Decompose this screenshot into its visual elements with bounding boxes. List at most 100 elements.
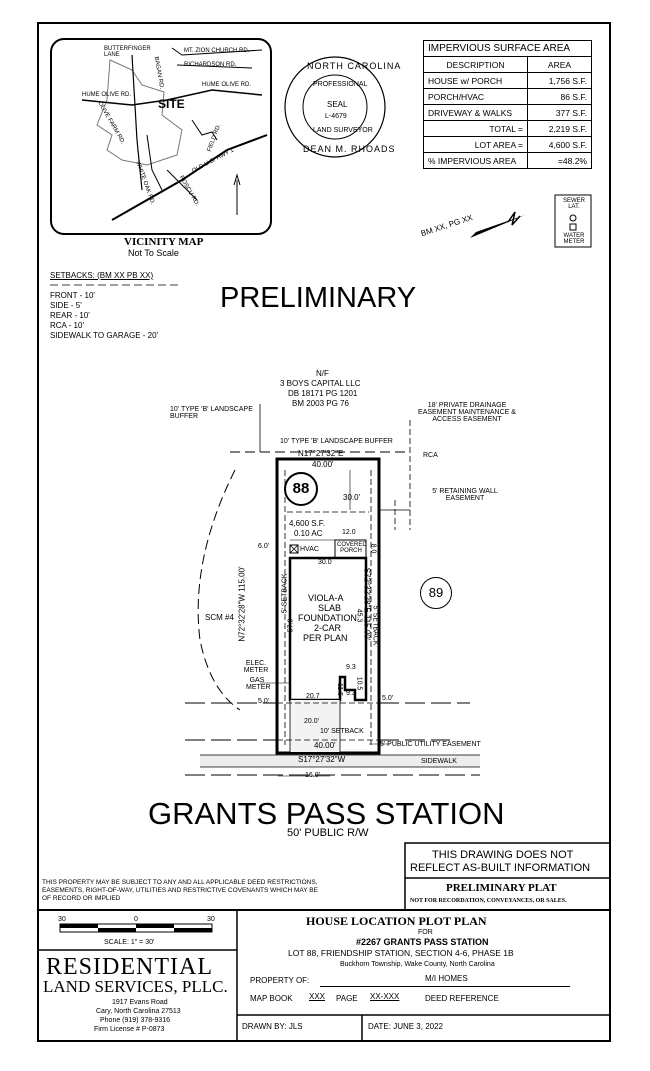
dim-label: 16.0' — [305, 772, 320, 779]
col-area: AREA — [527, 56, 592, 73]
seal-center: SEAL — [327, 100, 348, 109]
lot-89-badge: 89 — [420, 577, 452, 609]
gas-meter: GAS METER — [246, 677, 271, 691]
plan-for: FOR — [418, 929, 433, 936]
col-description: DESCRIPTION — [423, 56, 528, 73]
street-row: 50' PUBLIC R/W — [287, 827, 369, 839]
map-book-label: MAP BOOK — [250, 994, 293, 1003]
drainage-easement: 18' PRIVATE DRAINAGE EASEMENT MAINTENANC… — [418, 402, 516, 423]
dim-label: 12.0 — [342, 529, 356, 536]
row-area: 377 S.F. — [527, 104, 592, 121]
vicinity-map-lines — [81, 47, 268, 221]
setback-item: FRONT - 10' — [50, 291, 95, 300]
row-area: 1,756 S.F. — [527, 72, 592, 89]
house-label: 2-CAR — [314, 623, 342, 633]
company-name-2: LAND SERVICES, PLLC. — [43, 977, 228, 996]
lot-acres: 0.10 AC — [294, 529, 323, 538]
dim-label: 30.0 — [318, 559, 332, 566]
row-desc: LOT AREA = — [423, 136, 528, 153]
seal-outer-bottom: DEAN M. RHOADS — [303, 144, 396, 154]
house-label: PER PLAN — [303, 633, 348, 643]
dim-label: 5.0' — [382, 695, 394, 702]
dim-label: 20.0' — [304, 718, 319, 725]
prelim-plat-sub: NOT FOR RECORDATION, CONVEYANCES, OR SAL… — [410, 898, 567, 904]
house-label: FOUNDATION — [298, 613, 357, 623]
impervious-title: IMPERVIOUS SURFACE AREA — [423, 40, 592, 57]
front-setback: 10' SETBACK — [320, 728, 364, 735]
bearing-right: S72°32'28"E 115.00' — [362, 567, 372, 641]
owner-nf: N/F — [316, 369, 329, 378]
row-area: 2,219 S.F. — [527, 120, 592, 137]
utility-easement: 5' PUBLIC UTILITY EASEMENT — [380, 741, 481, 748]
owner-name: 3 BOYS CAPITAL LLC — [280, 379, 361, 388]
row-desc: TOTAL = — [423, 120, 528, 137]
dist-bottom: 40.00' — [314, 741, 336, 750]
bearing-bottom: S17°27'32"W — [298, 755, 346, 764]
seal-inner-top: PROFESSIONAL — [313, 81, 368, 88]
dim-label: 5.0' — [258, 698, 270, 705]
seal-outer-top: NORTH CAROLINA — [307, 61, 402, 71]
drawn-by: DRAWN BY: JLS — [242, 1022, 303, 1031]
dim-label: 45.3 — [355, 608, 363, 623]
company-name-1: RESIDENTIAL — [46, 954, 213, 980]
notice-line: THIS DRAWING DOES NOT — [432, 849, 574, 861]
lot-number: 88 — [292, 480, 310, 497]
dim-label: 9.3 — [346, 690, 356, 697]
plan-township: Buckhorn Township, Wake County, North Ca… — [340, 961, 495, 968]
row-area: =48.2% — [527, 152, 592, 169]
drawing-frame — [37, 22, 611, 1042]
table-row: TOTAL =2,219 S.F. — [423, 120, 592, 137]
rear-setback-dim: 30.0' — [343, 493, 361, 502]
row-desc: % IMPERVIOUS AREA — [423, 152, 528, 169]
buffer-label: 10' TYPE 'B' LANDSCAPE BUFFER — [280, 438, 393, 445]
legend-water: WATER METER — [563, 233, 585, 245]
company-addr1: 1917 Evans Road — [112, 999, 168, 1006]
road-label: HUME OLIVE RD. — [82, 92, 132, 98]
seal-inner-bottom: LAND SURVEYOR — [313, 127, 373, 134]
retaining-easement: 5' RETAINING WALL EASEMENT — [432, 488, 498, 502]
lot-area: 4,600 S.F. — [289, 519, 326, 528]
preliminary-heading: PRELIMINARY — [220, 282, 417, 314]
buffer-label: 10' TYPE 'B' LANDSCAPE BUFFER — [170, 406, 253, 420]
map-book: XXX — [309, 992, 326, 1001]
property-of-label: PROPERTY OF: — [250, 976, 310, 985]
company-addr2: Cary, North Carolina 27513 — [96, 1008, 181, 1015]
hvac-label: HVAC — [300, 546, 319, 553]
row-area: 4,600 S.F. — [527, 136, 592, 153]
table-row: % IMPERVIOUS AREA=48.2% — [423, 152, 592, 169]
dim-label: 20.7 — [306, 693, 320, 700]
underline — [320, 986, 570, 987]
road-label: RICHARDSON RD. — [184, 62, 237, 68]
plan-address: #2267 GRANTS PASS STATION — [356, 937, 489, 947]
dim-label: 8.0 — [369, 543, 377, 554]
row-area: 86 S.F. — [527, 88, 592, 105]
vicinity-site-label: SITE — [158, 97, 185, 111]
dim-label: 6.0' — [258, 543, 270, 550]
setback-item: RCA - 10' — [50, 321, 84, 330]
side-setback-right: 5' SETBACK — [371, 605, 379, 646]
road-label: HUME OLIVE RD. — [202, 82, 252, 88]
road-label: MT. ZION CHURCH RD. — [184, 48, 250, 54]
row-desc: HOUSE w/ PORCH — [423, 72, 528, 89]
scale-tick: 30 — [207, 916, 215, 923]
covered-porch-label: COVERED PORCH — [337, 542, 367, 554]
setbacks-title: SETBACKS: (BM XX PB XX) — [50, 271, 154, 280]
plan-date: DATE: JUNE 3, 2022 — [368, 1022, 443, 1031]
page-label: PAGE — [336, 994, 358, 1003]
seal-number: L-4679 — [325, 113, 347, 120]
owner-bm: BM 2003 PG 76 — [292, 399, 349, 408]
vicinity-title: VICINITY MAP — [124, 236, 204, 248]
notice-line: REFLECT AS-BUILT INFORMATION — [410, 862, 591, 874]
rca-label: RCA — [423, 452, 438, 459]
scale-label: SCALE: 1" = 30' — [104, 939, 155, 946]
legend-sewer: SEWER LAT. — [562, 198, 585, 210]
dim-label: 11.5 — [336, 682, 344, 697]
setback-item: SIDE - 5' — [50, 301, 82, 310]
vicinity-map: SITE BUTTERFINGER LANE MT. ZION CHURCH R… — [50, 38, 272, 235]
plan-lot: LOT 88, FRIENDSHIP STATION, SECTION 4-6,… — [288, 948, 514, 958]
deed-reference: DEED REFERENCE — [425, 994, 499, 1003]
